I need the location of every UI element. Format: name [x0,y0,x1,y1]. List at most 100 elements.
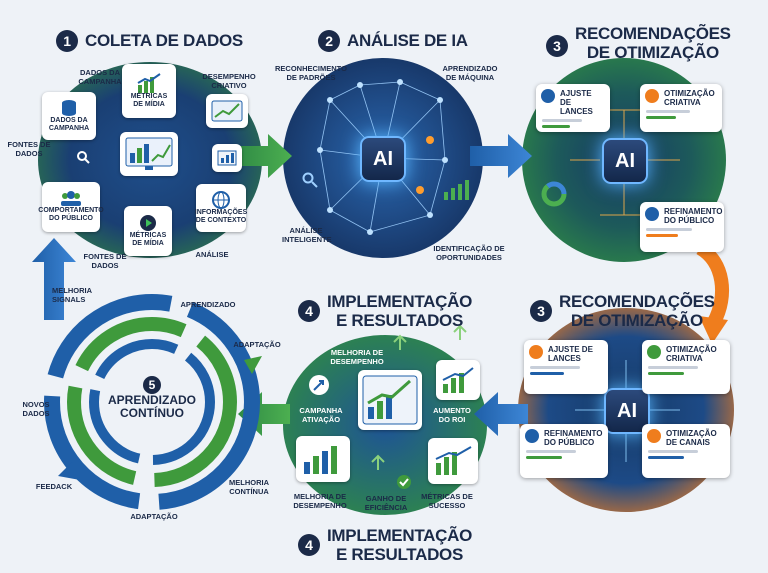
label-melhoria-signals: MELHORIA SIGNALS [52,286,92,304]
label-melhoria-desempenho-bottom: MELHORIA DE DESEMPENHO [293,492,347,510]
channels-icon [647,429,661,443]
card-metricas-midia-bottom: MÉTRICAS DE MÍDIA [124,206,172,256]
bid-icon [541,89,555,103]
label-aumento-roi: AUMENTO DO ROI [433,406,471,424]
roi-chart-icon [442,367,474,393]
label-analise-inteligente: ANÁLISE INTELIGENTE [282,226,332,244]
database-icon [62,100,76,116]
people-icon [645,207,659,221]
card-metricas-midia-top: MÉTRICAS DE MÍDIA [122,64,176,118]
arrow-2-to-3 [470,134,532,178]
card-comportamento: COMPORTAMENTO DO PÚBLICO [38,182,104,232]
arrow-3-to-4 [474,392,528,436]
label-melhoria-continua: MELHORIA CONTÍNUA [229,478,269,496]
rec-card-refinamento-top-label: REFINAMENTO DO PÚBLICO [664,207,723,225]
dashboard-monitor-icon [125,137,173,170]
label-aprendizado-maquina: APRENDIZADO DE MÁQUINA [442,64,498,82]
label-identificacao: IDENTIFICAÇÃO DE OPORTUNIDADES [433,244,505,262]
stage5-title: 5 APRENDIZADO CONTÍNUO [98,376,206,420]
stage5-cycle-ring [44,294,262,510]
growth-chart-icon [444,180,469,200]
label-adaptacao-bottom: ADAPTAÇÃO [130,512,178,521]
stage4-top-title-line2: E RESULTADOS [335,311,464,330]
stage4-top-title: 4 IMPLEMENTAÇÃO E RESULTADOS [298,292,472,330]
stage3-top-ai-chip: AI [602,138,648,184]
report-icon [217,150,237,166]
stage5-title-line2: CONTÍNUO [120,406,184,420]
stage4-top-title-line1: IMPLEMENTAÇÃO [327,292,472,311]
stage1-number: 1 [56,30,78,52]
globe-icon [212,191,230,209]
label-dados-campanha-top: DADOS DA CAMPANHA [78,68,122,86]
label-reconhecimento: RECONHECIMENTO DE PADRÕES [275,64,347,82]
gavel-icon [529,345,543,359]
stage4-roi-card [436,360,480,400]
stage4-bottom-title: 4 IMPLEMENTAÇÃO E RESULTADOS [298,526,472,564]
rec-card-otimizacao-canais: OTIMIZAÇÃO DE CANAIS [642,424,730,478]
label-novos-dados: NOVOS DADOS [22,400,50,418]
arrow-5-to-1 [32,238,76,320]
stage5-title-line1: APRENDIZADO [107,393,196,407]
bar-chart-icon [137,73,161,93]
stage3-top-title-line2: DE OTIMIZAÇÃO [586,43,719,62]
stage3-top-title: 3 RECOMENDAÇÕES DE OTIMIZAÇÃO [546,24,731,62]
card-dados-campanha-label: DADOS DA CAMPANHA [48,117,90,132]
success-chart-icon [435,446,472,475]
rec-card-ajuste-top-label: AJUSTE DE LANCES [560,89,593,116]
stage3-bottom-circuit [575,360,680,462]
rec-card-ajuste-bottom: AJUSTE DE LANCES [524,340,608,394]
label-ganho-eficiencia: GANHO DE EFICIÊNCIA [364,494,408,512]
results-chart-icon [362,375,418,425]
rec-card-refinamento-bottom: REFINAMENTO DO PÚBLICO [520,424,608,478]
stage3-bottom-ai-chip: AI [604,388,650,434]
target-arrow-icon [309,375,329,395]
stage1-title-text: COLETA DE DADOS [85,31,243,50]
stage3-bottom-number: 3 [530,300,552,322]
rec-card-otimizacao-criativa-top: OTIMIZAÇÃO CRIATIVA [640,84,722,132]
rec-card-otimizacao-criativa-bottom-label: OTIMIZAÇÃO CRIATIVA [666,345,717,363]
play-icon [140,215,156,231]
stage4-bottom-number: 4 [298,534,320,556]
stage2-title-text: ANÁLISE DE IA [347,31,468,50]
line-chart-icon [211,100,243,122]
rec-card-otimizacao-criativa-bottom: OTIMIZAÇÃO CRIATIVA [642,340,730,394]
performance-chart-icon [304,446,337,474]
label-metricas-sucesso: MÉTRICAS DE SUCESSO [421,492,473,510]
rec-card-ajuste-top: AJUSTE DE LANCES [536,84,610,132]
card-metricas-midia-top-label: MÉTRICAS DE MÍDIA [130,93,168,108]
stage4-bottom-title-line1: IMPLEMENTAÇÃO [327,526,472,545]
label-fontes-de-dados-left: FONTES DE DADOS [7,140,51,158]
stage4-growth-arrows [371,324,467,470]
card-report [212,144,242,172]
label-aprendizado-cycle: APRENDIZADO [180,300,236,309]
stage4-success-card [428,438,478,484]
search-icon [77,151,90,164]
card-desempenho-criativo [206,94,248,128]
pencil-icon [647,345,661,359]
stage4-top-number: 4 [298,300,320,322]
rec-card-otimizacao-criativa-top-label: OTIMIZAÇÃO CRIATIVA [664,89,715,107]
stage3-top-title-line1: RECOMENDAÇÕES [575,24,731,43]
stage4-performance-card [296,436,350,482]
label-campanha-ativacao: CAMPANHA ATIVAÇÃO [299,406,343,424]
magnifier-icon [302,172,318,188]
card-monitor-dashboard [120,132,178,176]
audience-target-icon [525,429,539,443]
label-feedack: FEEDACK [35,482,73,491]
stage1-title: 1 COLETA DE DADOS [56,30,243,52]
stage2-number: 2 [318,30,340,52]
stage2-ai-chip: AI [360,136,406,182]
stage3-top-number: 3 [546,35,568,57]
label-analise: ANÁLISE [195,250,229,259]
audience-icon [61,191,81,206]
rec-card-ajuste-bottom-label: AJUSTE DE LANCES [548,345,593,363]
label-desempenho-criativo: DESEMPENHO CRIATIVO [202,72,256,90]
label-adaptacao-top: ADAPTAÇÃO [233,340,281,349]
arrow-3-down [695,241,730,326]
stage3-bottom-title: 3 RECOMENDAÇÕES DE OTIMIZAÇÃO [530,292,715,330]
card-dados-campanha: DADOS DA CAMPANHA [42,92,96,140]
check-icon [397,475,411,489]
rec-card-refinamento-bottom-label: REFINAMENTO DO PÚBLICO [544,429,603,447]
donut-chart-icon [541,181,567,207]
card-metricas-midia-bottom-label: MÉTRICAS DE MÍDIA [129,232,167,247]
